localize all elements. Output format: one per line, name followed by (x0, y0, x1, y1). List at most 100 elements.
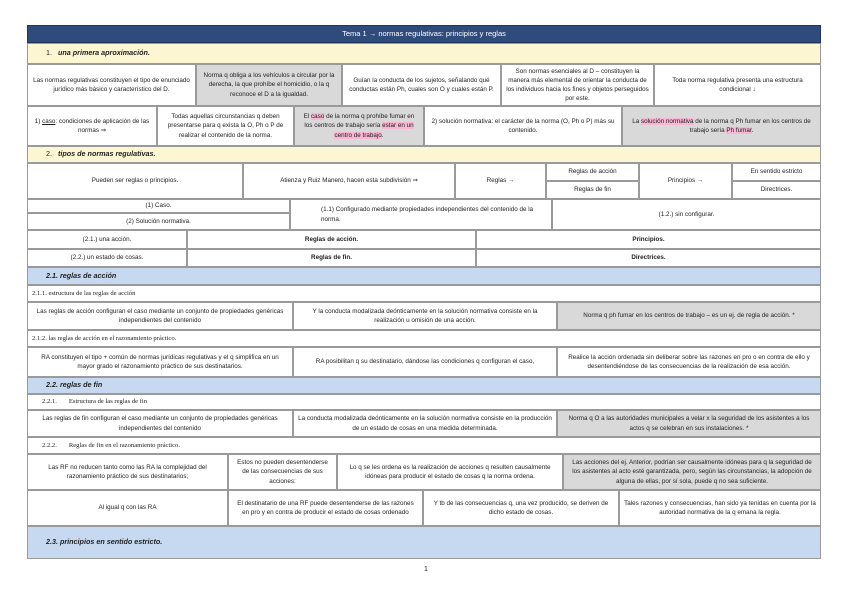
row3-text-directrices: Directrices. (760, 186, 793, 194)
row11-cell-1: Al igual q con las RA (27, 490, 228, 526)
row7-text-3: Norma q ph fumar en los centros de traba… (583, 312, 795, 320)
section-2-number: 2. (46, 149, 52, 159)
row3-cell-directrices: Directrices. (732, 181, 821, 199)
subsection-2-1-2-heading: 2.1.2. las reglas de acción en el razona… (27, 330, 821, 347)
row4-cell-configurado: (1.1) Configurado mediante propiedades i… (290, 199, 552, 230)
row1-text-4: Son normas esenciales al D – constituyen… (506, 67, 649, 103)
row3-cell-reglas-fin: Reglas de fin (546, 181, 639, 199)
row3-cell-atienza: Atienza y Ruiz Manero, hacen esta subdiv… (243, 163, 455, 199)
row10-cell-2: Estos no pueden desentenderse de las con… (228, 454, 337, 490)
row10-cell-4: Las acciones del ej. Anterior, podrían s… (563, 454, 821, 490)
row11-cell-4: Tales razones y consecuencias, han sido … (619, 490, 821, 526)
row7-text-1: Las reglas de acción configuran el caso … (36, 307, 284, 324)
row2-text-ejemplo-caso: El caso de la norma q prohíbe fumar en l… (303, 113, 415, 139)
row11-text-4: Tales razones y consecuencias, han sido … (624, 499, 816, 516)
row9-cell-1: Las reglas de fin configuran el caso med… (27, 410, 293, 437)
row3-text-sentido-estricto: En sentido estricto (750, 168, 803, 176)
row4-text-configurado: (1.1) Configurado mediante propiedades i… (321, 206, 534, 223)
row10-text-3: Lo q se les ordena es la realización de … (349, 463, 551, 480)
row3-text-reglas-accion: Reglas de acción (568, 168, 617, 176)
row1-text-1: Las normas regulativas constituyen el ti… (33, 76, 190, 93)
row5-cell-reglas-accion: Reglas de acción. (187, 230, 476, 249)
row6-cell-estado: (2.2.) un estado de cosas. (27, 249, 187, 267)
row9-cell-3: Norma q O a las autoridades municipales … (557, 410, 821, 437)
page-number-text: 1 (424, 566, 428, 573)
row1-cell-2: Norma q obliga a los vehículos a circula… (196, 64, 342, 106)
row7-cell-2: Y la conducta modalizada deónticamente e… (293, 302, 557, 330)
row8-cell-2: RA posibilitan q su destinatario, dándos… (293, 347, 557, 377)
row4-cell-caso: (1) Caso. (27, 199, 290, 213)
row3-cell-sentido-estricto: En sentido estricto (732, 163, 821, 181)
row5-text-principios: Principios. (632, 235, 665, 243)
row10-text-4: Las acciones del ej. Anterior, podrían s… (572, 459, 812, 485)
subsection-2-2-2-number: 2.2.2. (42, 441, 57, 449)
row5-text-reglas-accion: Reglas de acción. (304, 235, 359, 243)
page-number: 1 (420, 566, 432, 576)
row4-text-caso: (1) Caso. (145, 202, 172, 210)
section-2-label: tipos de normas regulativas. (58, 149, 156, 159)
row6-text-directrices: Directrices. (631, 254, 666, 262)
row9-cell-2: La conducta modalizada deónticamente en … (293, 410, 557, 437)
row6-cell-directrices: Directrices. (476, 249, 821, 267)
row1-cell-1: Las normas regulativas constituyen el ti… (27, 64, 196, 106)
section-2-1-label: 2.1. reglas de acción (46, 270, 117, 280)
row2-text-ejemplo-solucion: La solución normativa de la norma q Ph f… (632, 117, 811, 134)
row10-cell-1: Las RF no reducen tanto como las RA la c… (27, 454, 228, 490)
subsection-2-2-1-label: Estructura de las reglas de fin (68, 398, 148, 406)
section-2-2-heading: 2.2. reglas de fin (27, 377, 821, 394)
row6-cell-reglas-fin: Reglas de fin. (187, 249, 476, 267)
row3-cell-reglas: Reglas → (455, 163, 546, 199)
row2-cell-solucion: 2) solución normativa: el carácter de la… (424, 106, 622, 146)
row3-cell-reglas-accion: Reglas de acción (546, 163, 639, 181)
row5-cell-accion: (2.1.) una acción. (27, 230, 187, 249)
section-1-heading: 1. una primera aproximación. (27, 43, 821, 64)
row8-cell-3: Realice la acción ordenada sin deliberar… (557, 347, 821, 377)
subsection-2-1-1-heading: 2.1.1. estructura de las reglas de acció… (27, 285, 821, 302)
row8-cell-1: RA constituyen el tipo + común de normas… (27, 347, 293, 377)
row5-cell-principios: Principios. (476, 230, 821, 249)
row9-text-3: Norma q O a las autoridades municipales … (568, 415, 810, 432)
subsection-2-2-2-label: Reglas de fin en el razonamiento práctic… (68, 441, 180, 449)
row2-text-solucion: 2) solución normativa: el carácter de la… (431, 117, 615, 134)
row2-cell-caso: 1) caso: condiciones de aplicación de la… (27, 106, 157, 146)
row4-cell-solucion: (2) Solución normativa. (27, 213, 290, 230)
row10-text-2: Estos no pueden desentenderse de las con… (237, 459, 328, 485)
row1-cell-5: Toda norma regulativa presenta una estru… (654, 64, 821, 106)
section-2-3-heading: 2.3. principios en sentido estricto. (27, 526, 821, 559)
row1-text-2: Norma q obliga a los vehículos a circula… (203, 72, 335, 98)
row11-cell-2: El destinatario de una RF puede desenten… (228, 490, 423, 526)
row4-text-solucion: (2) Solución normativa. (126, 217, 191, 225)
row8-text-2: RA posibilitan q su destinatario, dándos… (315, 358, 535, 366)
row4-text-sin-configurar: (1.2.) sin configurar. (658, 210, 715, 218)
subsection-2-2-1-heading: 2.2.1. Estructura de las reglas de fin (27, 394, 821, 410)
row3-text-principios: Principios → (667, 177, 704, 185)
subsection-2-2-2-heading: 2.2.2. Reglas de fin en el razonamiento … (27, 437, 821, 454)
row3-cell-tipos: Pueden ser reglas o principios. (27, 163, 243, 199)
row3-text-atienza: Atienza y Ruiz Manero, hacen esta subdiv… (280, 177, 418, 185)
row9-text-2: La conducta modalizada deónticamente en … (298, 415, 552, 432)
row6-text-estado: (2.2.) un estado de cosas. (70, 254, 144, 262)
section-1-number: 1. (46, 48, 52, 58)
row8-text-3: Realice la acción ordenada sin deliberar… (568, 353, 810, 370)
row1-text-3: Guían la conducta de los sujetos, señala… (349, 76, 494, 93)
row8-text-1: RA constituyen el tipo + común de normas… (41, 353, 279, 370)
row3-cell-principios: Principios → (639, 163, 732, 199)
row2-text-caso: 1) caso: condiciones de aplicación de la… (34, 117, 150, 134)
row3-text-tipos: Pueden ser reglas o principios. (91, 177, 179, 185)
row1-text-5: Toda norma regulativa presenta una estru… (672, 76, 803, 93)
row2-cell-circunstancias: Todas aquellas circunstancias q deben pr… (157, 106, 294, 146)
row1-cell-4: Son normas esenciales al D – constituyen… (501, 64, 654, 106)
row4-cell-sin-configurar: (1.2.) sin configurar. (552, 199, 821, 230)
row10-cell-3: Lo q se les ordena es la realización de … (337, 454, 563, 490)
row2-text-circunstancias: Todas aquellas circunstancias q deben pr… (167, 113, 284, 139)
row7-text-2: Y la conducta modalizada deónticamente e… (312, 307, 538, 324)
row6-text-reglas-fin: Reglas de fin. (311, 254, 352, 262)
section-2-heading: 2. tipos de normas regulativas. (27, 146, 821, 163)
section-2-1-heading: 2.1. reglas de acción (27, 267, 821, 285)
row2-cell-ejemplo-solucion: La solución normativa de la norma q Ph f… (622, 106, 821, 146)
row11-cell-3: Y tb de las consecuencias q, una vez pro… (423, 490, 619, 526)
row10-text-1: Las RF no reducen tanto como las RA la c… (48, 463, 207, 480)
row9-text-1: Las reglas de fin configuran el caso med… (42, 415, 278, 432)
row2-cell-ejemplo-caso: El caso de la norma q prohíbe fumar en l… (294, 106, 424, 146)
row3-text-reglas-fin: Reglas de fin (574, 186, 611, 194)
